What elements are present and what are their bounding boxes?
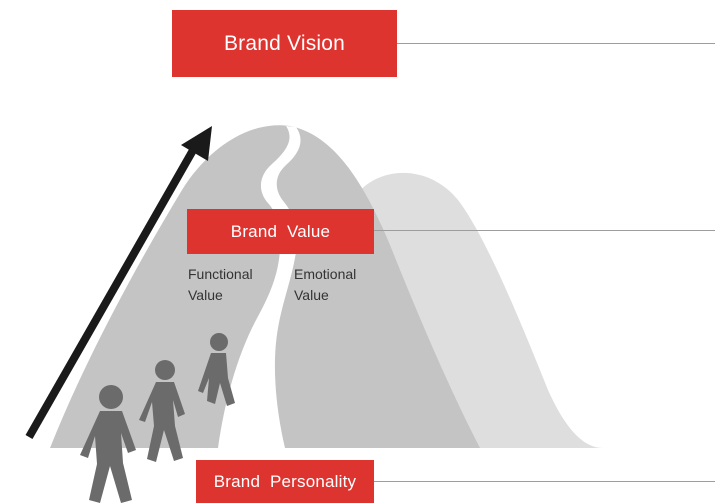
functional-value-line-2: Value <box>188 287 223 303</box>
brand-personality-line <box>374 481 715 482</box>
emotional-value-line-1: Emotional <box>294 266 357 282</box>
functional-value-line-1: Functional <box>188 266 253 282</box>
emotional-value-line-2: Value <box>294 287 329 303</box>
winding-path <box>218 126 301 448</box>
walking-person-icon <box>198 333 235 406</box>
brand-vision-label: Brand Vision <box>172 10 397 77</box>
brand-personality-label: Brand Personality <box>196 460 374 503</box>
brand-value-line <box>374 230 715 231</box>
walking-person-icon <box>80 385 136 503</box>
functional-value-label: Functional Value <box>188 264 278 306</box>
up-arrow-icon <box>25 126 212 439</box>
emotional-value-label: Emotional Value <box>294 264 384 306</box>
brand-vision-line <box>397 43 715 44</box>
brand-value-label: Brand Value <box>187 209 374 254</box>
walking-person-icon <box>139 360 185 462</box>
